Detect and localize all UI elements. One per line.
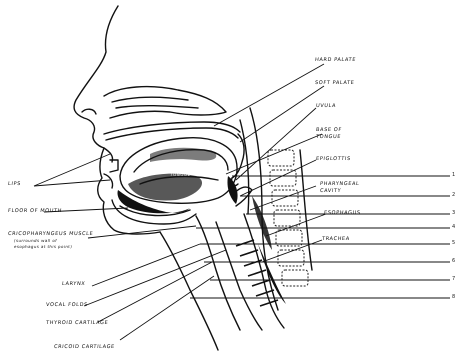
scale-number: 1 [452, 172, 455, 178]
trachea-front [216, 222, 262, 330]
scale-number: 8 [452, 294, 455, 300]
label-trachea: TRACHEA [322, 236, 350, 242]
scale-number: 5 [452, 240, 455, 246]
label-vocal-folds: VOCAL FOLDS [46, 302, 88, 308]
label-cricoid-cartilage: CRICOID CARTILAGE [54, 344, 115, 350]
lower-lip [104, 174, 113, 188]
label-soft-palate: SOFT PALATE [315, 80, 355, 86]
label-esophagus: ESOPHAGUS [324, 210, 361, 216]
nasal-cavity [104, 87, 226, 118]
label-cricopharyngeus-note-2: esophagus at this point) [14, 244, 73, 250]
label-tongue: TONGUE [170, 172, 191, 178]
hard-palate [104, 122, 240, 134]
label-larynx: LARYNX [62, 281, 86, 287]
label-epiglottis: EPIGLOTTIS [316, 156, 351, 162]
scale-number: 7 [452, 276, 455, 282]
label-pharyngeal-cavity-1: PHARYNGEAL [320, 181, 360, 187]
label-hard-palate: HARD PALATE [315, 57, 357, 63]
label-floor-of-mouth: FLOOR OF MOUTH [8, 208, 63, 214]
scale-number: 3 [452, 210, 455, 216]
label-thyroid-cartilage: THYROID CARTILAGE [46, 320, 109, 326]
label-base-of-tongue-1: BASE OF [316, 127, 342, 133]
scale-number: 4 [452, 224, 455, 230]
scale-number: 6 [452, 258, 455, 264]
label-pharyngeal-cavity-2: CAVITY [320, 188, 342, 194]
label-cricopharyngeus: CRICOPHARYNGEUS MUSCLE [8, 231, 94, 237]
label-uvula: UVULA [316, 103, 337, 109]
label-lips: LIPS [8, 181, 21, 187]
nostril [82, 109, 96, 114]
back-of-neck [300, 150, 312, 270]
reference-lines [190, 176, 450, 298]
label-base-of-tongue-2: TONGUE [316, 134, 342, 140]
scale-number: 2 [452, 192, 455, 198]
